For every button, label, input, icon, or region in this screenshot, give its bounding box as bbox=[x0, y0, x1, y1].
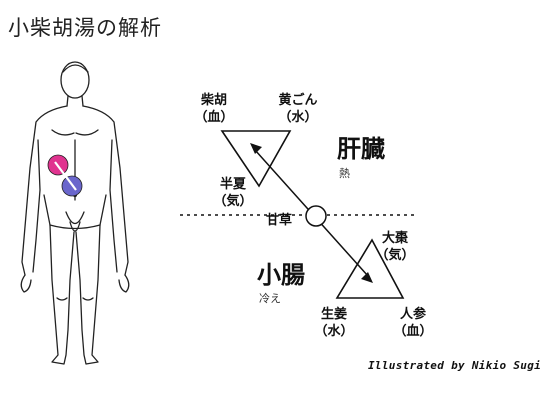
organ-liver-state: 熱 bbox=[339, 167, 350, 180]
organ-intestine-state: 冷え bbox=[259, 292, 281, 305]
herb-hange-name: 半夏 bbox=[219, 177, 246, 192]
herb-shokyo-label: 生姜 （水） bbox=[311, 306, 357, 340]
herb-saiko-label: 柴胡 （血） bbox=[191, 92, 237, 126]
herb-kanzo-label: 甘草 bbox=[256, 212, 302, 229]
herb-taiso-name: 大棗 bbox=[381, 231, 408, 246]
herb-kanzo-name: 甘草 bbox=[265, 213, 292, 228]
human-body-figure bbox=[20, 61, 130, 365]
organ-liver-name: 肝臓 bbox=[337, 135, 385, 163]
herb-hange-element: （気） bbox=[213, 194, 253, 209]
herb-ninjin-label: 人参 （血） bbox=[390, 306, 436, 340]
upper-triangle bbox=[220, 130, 292, 188]
herb-saiko-element: （血） bbox=[194, 110, 234, 125]
herb-saiko-name: 柴胡 bbox=[200, 93, 227, 108]
herb-taiso-label: 大棗 （気） bbox=[372, 230, 418, 264]
herb-shokyo-name: 生姜 bbox=[320, 307, 347, 322]
diagram-title: 小柴胡湯の解析 bbox=[8, 16, 162, 40]
lower-arrowhead bbox=[361, 272, 373, 283]
herb-ninjin-element: （血） bbox=[393, 324, 433, 339]
upper-arrowhead bbox=[250, 143, 262, 154]
herb-shokyo-element: （水） bbox=[314, 324, 354, 339]
illustrator-credit: Illustrated by Nikio Sugi bbox=[368, 359, 542, 372]
herb-ogon-name: 黄ごん bbox=[278, 93, 318, 108]
kanzo-center-circle bbox=[305, 205, 327, 227]
herb-hange-label: 半夏 （気） bbox=[210, 176, 256, 210]
marker-connector-line bbox=[54, 161, 77, 191]
organ-intestine-name: 小腸 bbox=[257, 261, 305, 289]
herb-ogon-label: 黄ごん （水） bbox=[273, 92, 323, 126]
herb-ogon-element: （水） bbox=[278, 110, 318, 125]
lower-triangle bbox=[335, 238, 405, 299]
herb-ninjin-name: 人参 bbox=[399, 307, 426, 322]
herb-taiso-element: （気） bbox=[375, 248, 415, 263]
